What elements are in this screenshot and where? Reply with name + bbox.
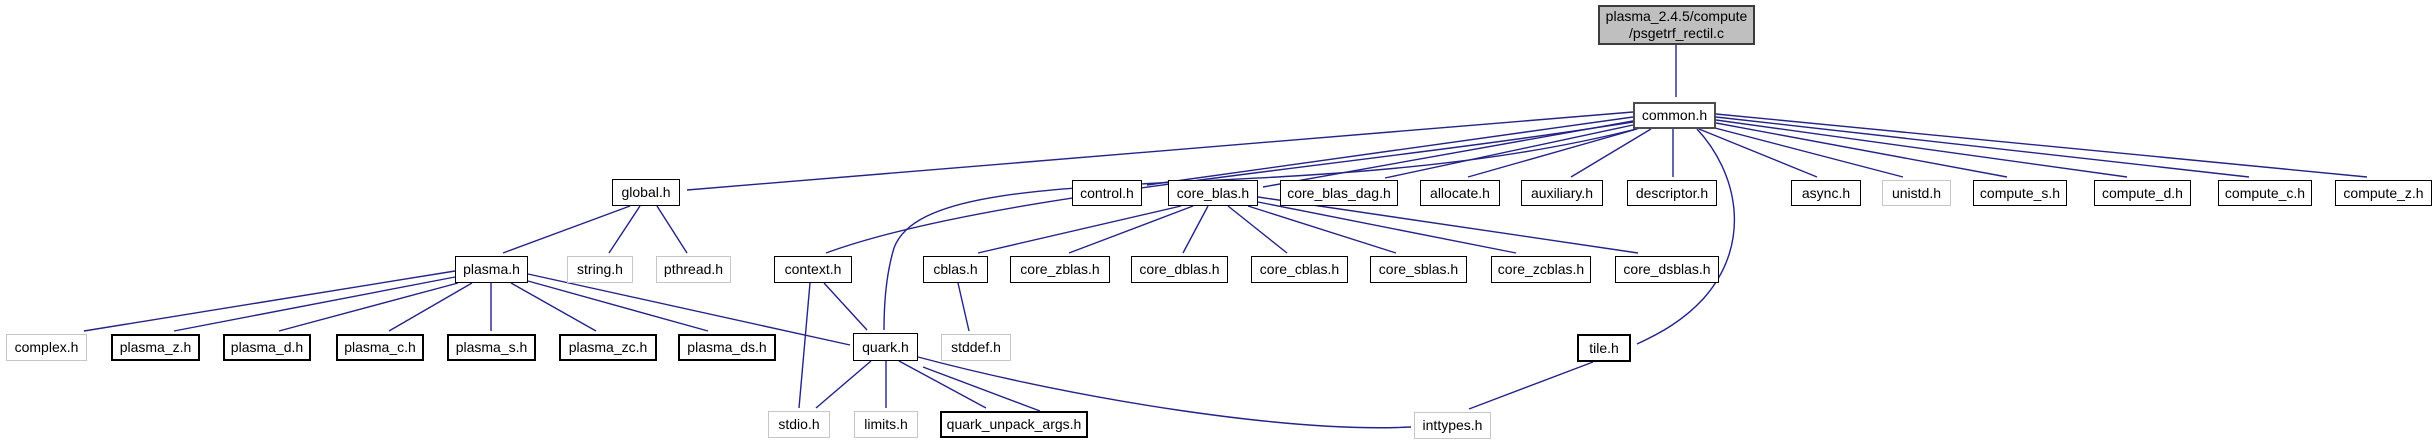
edge-plasma-to-plasma_c [388, 282, 473, 332]
graph-node-compute_c[interactable]: compute_c.h [2218, 180, 2312, 206]
edge-common-to-compute_c [1715, 116, 2250, 178]
graph-node-cblas[interactable]: cblas.h [923, 256, 988, 283]
graph-node-source-file: plasma_2.4.5/compute /psgetrf_rectil.c [1598, 5, 1755, 45]
edge-common-to-control [1146, 116, 1634, 186]
graph-node-plasma[interactable]: plasma.h [455, 256, 528, 283]
graph-node-tile[interactable]: tile.h [1577, 334, 1631, 362]
graph-node-plasma_s[interactable]: plasma_s.h [447, 334, 536, 361]
edge-core_blas-to-core_sblas [1247, 205, 1397, 254]
graph-node-core_dblas[interactable]: core_dblas.h [1131, 256, 1228, 283]
edge-context-to-stdio [798, 282, 811, 409]
edge-common-to-auxiliary [1570, 128, 1652, 178]
graph-node-core_dsblas[interactable]: core_dsblas.h [1615, 256, 1719, 283]
graph-node-compute_z[interactable]: compute_z.h [2335, 180, 2432, 206]
graph-node-core_zcblas[interactable]: core_zcblas.h [1491, 256, 1591, 283]
edge-plasma-to-plasma_zc [510, 282, 597, 332]
edge-common-to-unistd [1710, 126, 1904, 178]
graph-node-plasma_ds[interactable]: plasma_ds.h [678, 334, 776, 361]
edge-core_blas-to-core_zcblas [1257, 201, 1517, 254]
edge-common-to-core_blas_dag [1384, 124, 1634, 179]
edge-global-to-pthread [656, 205, 688, 254]
edge-plasma-to-plasma_d [278, 282, 459, 332]
edge-common-to-compute_s [1715, 122, 2008, 178]
edge-plasma-to-plasma_z [173, 276, 456, 332]
edge-core_blas-to-core_dblas [1182, 205, 1209, 254]
graph-node-limits: limits.h [854, 411, 918, 438]
edge-common-to-core_blas [1262, 120, 1634, 188]
graph-node-control[interactable]: control.h [1072, 180, 1142, 206]
edge-common-to-tile [1636, 128, 1736, 345]
graph-node-plasma_d[interactable]: plasma_d.h [223, 334, 311, 361]
graph-node-core_sblas[interactable]: core_sblas.h [1370, 256, 1467, 283]
graph-node-complex: complex.h [6, 334, 87, 361]
edge-quark_unpack_args-to-quark [922, 366, 1041, 412]
graph-node-compute_s[interactable]: compute_s.h [1973, 180, 2067, 206]
graph-node-pthread: pthread.h [656, 256, 731, 283]
edge-common-to-async [1698, 128, 1818, 178]
graph-node-allocate[interactable]: allocate.h [1420, 180, 1500, 206]
graph-node-stdio: stdio.h [768, 411, 830, 438]
edge-plasma-to-quark [527, 273, 851, 346]
edge-quark-to-stdio [815, 360, 872, 409]
edge-quark-to-quark_unpack_args [898, 360, 987, 409]
graph-node-compute_d[interactable]: compute_d.h [2094, 180, 2191, 206]
graph-node-async[interactable]: async.h [1791, 180, 1861, 206]
edge-core_blas-to-cblas [977, 205, 1182, 254]
graph-node-string: string.h [567, 256, 633, 283]
graph-node-plasma_c[interactable]: plasma_c.h [336, 334, 424, 361]
edge-common-to-quark [883, 127, 1641, 331]
edge-global-to-string [608, 205, 641, 254]
graph-node-unistd: unistd.h [1882, 180, 1951, 206]
graph-node-inttypes: inttypes.h [1414, 412, 1491, 439]
graph-node-context[interactable]: context.h [774, 256, 852, 283]
edge-cblas-to-stddef [957, 282, 970, 332]
graph-node-plasma_z[interactable]: plasma_z.h [111, 334, 200, 361]
graph-node-auxiliary[interactable]: auxiliary.h [1521, 180, 1603, 206]
graph-node-descriptor[interactable]: descriptor.h [1627, 180, 1717, 206]
edge-common-to-compute_z [1715, 113, 2368, 178]
graph-node-core_blas_dag[interactable]: core_blas_dag.h [1280, 180, 1398, 206]
edge-common-to-allocate [1467, 128, 1638, 178]
edge-core_blas-to-core_zblas [1068, 205, 1194, 254]
edge-global-to-plasma [502, 205, 631, 254]
graph-node-plasma_zc[interactable]: plasma_zc.h [559, 334, 657, 361]
edge-plasma-to-plasma_ds [527, 280, 709, 332]
edge-plasma-to-complex [83, 270, 456, 332]
graph-node-core_zblas[interactable]: core_zblas.h [1010, 256, 1110, 283]
graph-node-quark[interactable]: quark.h [853, 333, 918, 361]
graph-node-common[interactable]: common.h [1633, 102, 1716, 129]
graph-node-global[interactable]: global.h [612, 179, 680, 206]
edge-core_blas-to-core_cblas [1227, 205, 1288, 254]
edge-quark-to-inttypes [917, 356, 1412, 429]
edge-tile-to-inttypes [1468, 361, 1594, 410]
graph-node-core_cblas[interactable]: core_cblas.h [1251, 256, 1348, 283]
edge-common-to-compute_d [1715, 119, 2128, 178]
edge-common-to-global [686, 111, 1634, 191]
graph-node-quark_unpack_args[interactable]: quark_unpack_args.h [940, 411, 1088, 438]
edge-context-to-quark [823, 282, 868, 331]
graph-node-stddef: stddef.h [941, 334, 1011, 361]
graph-node-core_blas[interactable]: core_blas.h [1168, 180, 1258, 206]
edge-core_blas-to-core_dsblas [1257, 196, 1639, 254]
